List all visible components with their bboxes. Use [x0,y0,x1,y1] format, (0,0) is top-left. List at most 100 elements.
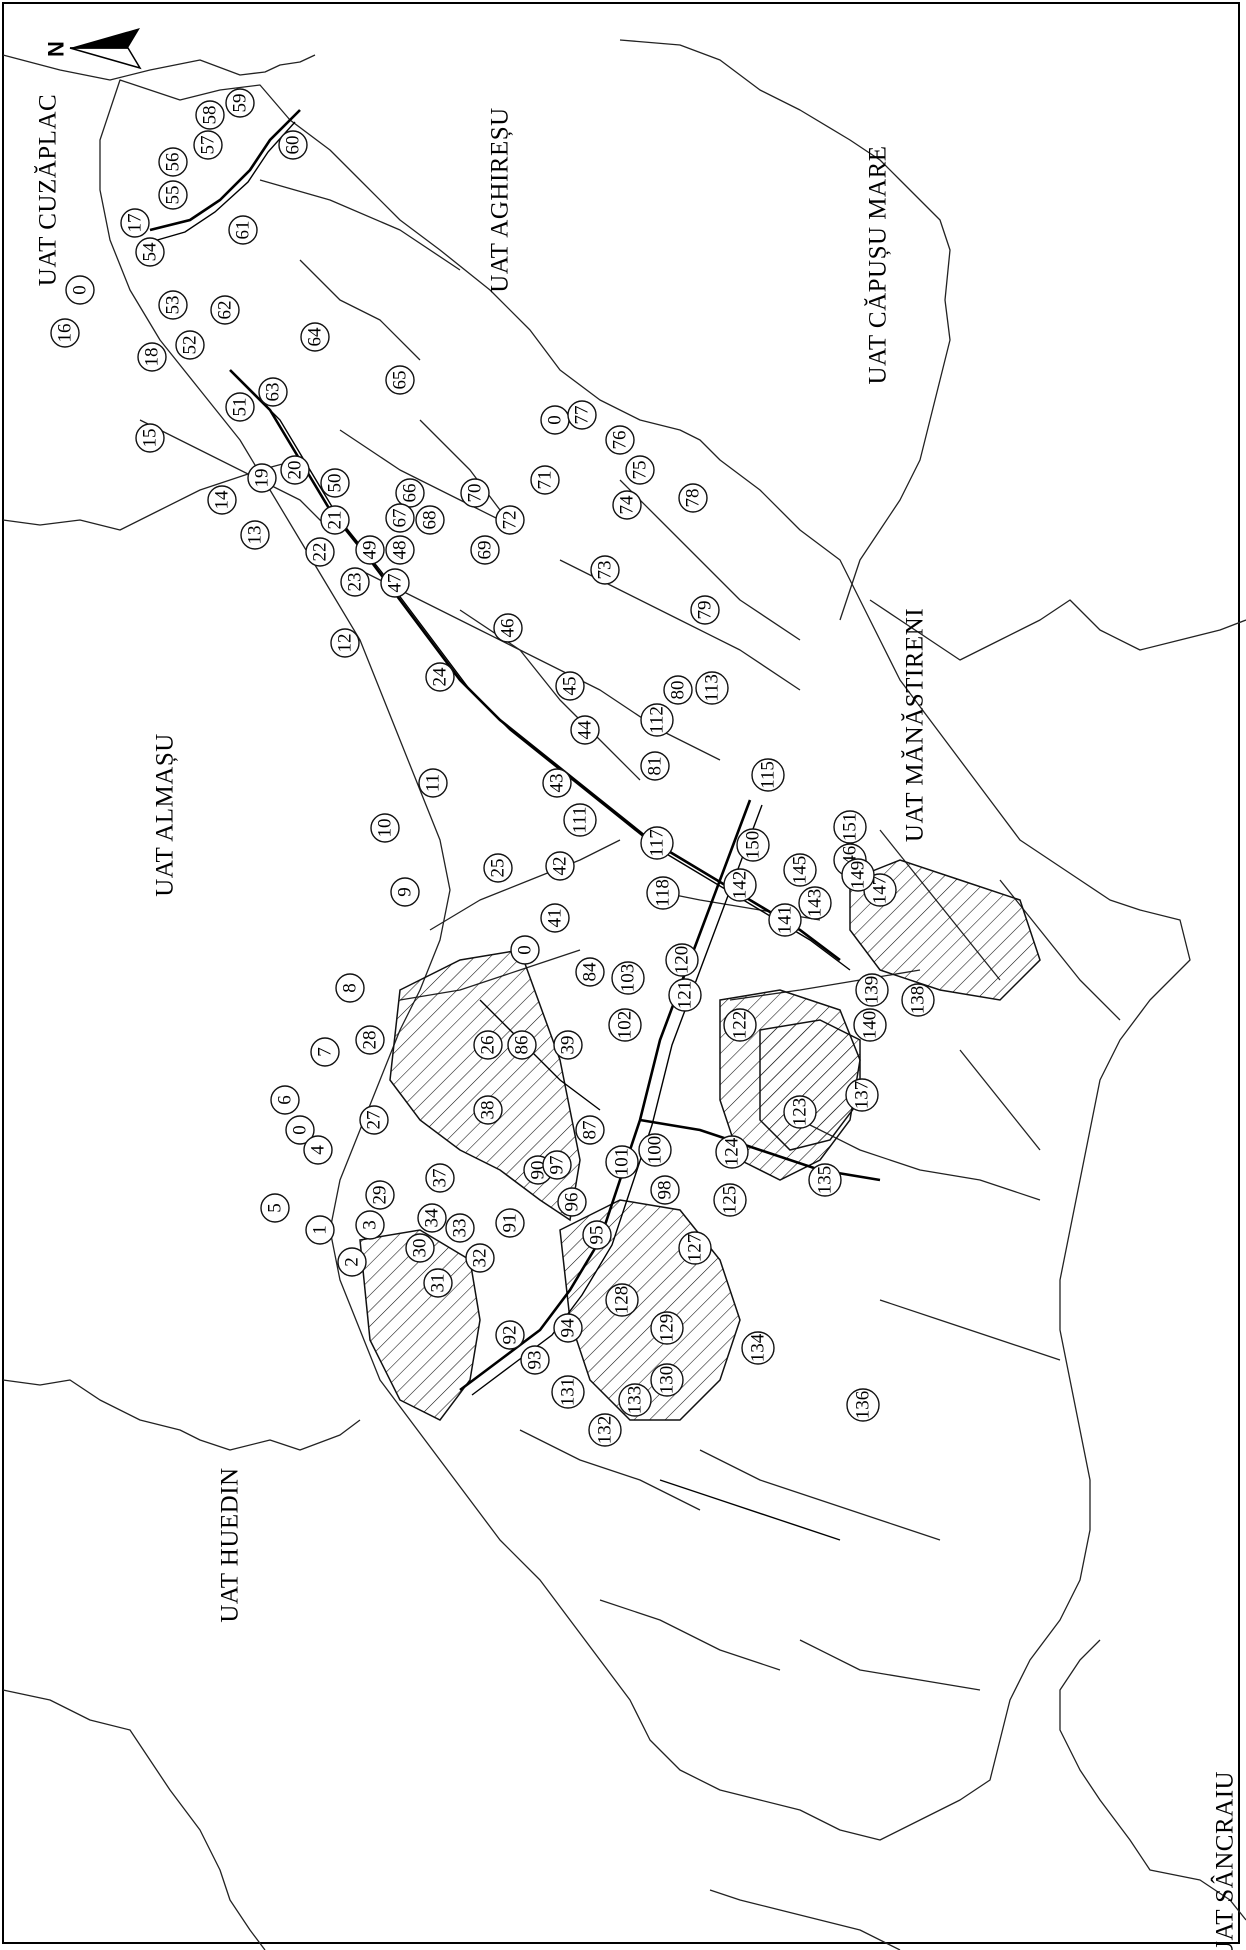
parcel-number: 98 [655,1181,676,1200]
study-area-outline [99,79,1191,1841]
parcel-marker-circle [240,520,270,550]
parcel-marker-circle [846,1388,880,1422]
parcel-number: 130 [657,1366,678,1395]
parcel-number: 103 [618,964,639,993]
parcel-marker-circle [605,425,635,455]
parcel-number: 29 [370,1186,391,1205]
parcel-number: 63 [263,383,284,402]
uat-label-group: UAT CUZĂPLAC UAT AGHIREȘU UAT CĂPUȘU MAR… [34,94,1239,1950]
hatched-zones [359,859,1041,1421]
parcel-number: 32 [470,1249,491,1268]
uat-label-cuzaplac: UAT CUZĂPLAC [34,94,62,286]
parcel-marker-circle [853,1008,887,1042]
parcel-number: 20 [285,461,306,480]
parcel-number: 14 [212,490,233,510]
parcel-marker-circle [575,957,605,987]
parcel-number: 19 [252,469,273,488]
parcel-marker-circle [520,1345,550,1375]
parcel-marker-circle [258,377,288,407]
parcel-number: 96 [562,1193,583,1212]
parcel-number: 132 [595,1416,616,1445]
parcel-marker-circle [650,1311,684,1345]
parcel-number: 129 [657,1314,678,1343]
parcel-number: 147 [870,876,891,905]
parcel-marker-circle [320,505,350,535]
parcel-number: 46 [498,619,519,638]
parcel-number: 9 [395,887,416,897]
parcel-marker-circle [640,826,674,860]
parcel-marker-circle [605,1283,639,1317]
north-label: N [44,41,69,57]
parcel-number: 59 [230,94,251,113]
parcel-marker-circle [678,1231,712,1265]
parcel-marker-circle [418,768,448,798]
parcel-number: 149 [848,861,869,890]
parcel-number: 56 [163,153,184,172]
parcel-marker-circle [570,715,600,745]
uat-label-sancraiu: UAT SÂNCRAIU [1211,1771,1239,1950]
parcel-marker-circle [715,1135,749,1169]
parcel-marker-circle [460,478,490,508]
parcel-marker-circle [470,535,500,565]
parcel-number: 2 [342,1257,363,1267]
parcel-marker-circle [225,392,255,422]
parcel-marker-circle [425,662,455,692]
parcel-marker-circle [158,147,188,177]
parcel-marker-circle [638,1133,672,1167]
parcel-number: 6 [275,1095,296,1105]
parcel-marker-circle [855,973,889,1007]
parcel-marker-circle [370,813,400,843]
parcel-number: 42 [550,857,571,876]
parcel-marker-circle [405,1233,435,1263]
parcel-marker-circle [175,330,205,360]
parcel-number: 16 [55,324,76,343]
parcel-number: 67 [390,509,411,528]
parcel-number: 43 [547,774,568,793]
parcel-marker-circle [303,1135,333,1165]
parcel-number: 58 [200,106,221,125]
parcel-marker-circle [625,455,655,485]
parcel-marker-circle [247,463,277,493]
parcel-number: 117 [647,829,668,857]
parcel-number: 64 [305,327,326,347]
parcel-number: 44 [575,720,596,740]
uat-label-almasu: UAT ALMAȘU [152,733,179,897]
parcel-number: 1 [310,1225,331,1235]
parcel-number: 145 [790,856,811,885]
parcel-marker-circle [335,973,365,1003]
parcel-number: 79 [695,601,716,620]
parcel-number: 30 [410,1239,431,1258]
parcel-marker-circle [465,1243,495,1273]
parcel-marker-circle [337,1247,367,1277]
parcel-number: 142 [730,871,751,900]
parcel-number: 49 [360,541,381,560]
parcel-marker-circle [158,290,188,320]
parcel-number: 92 [500,1326,521,1345]
parcel-number: 21 [325,511,346,530]
parcel-marker-circle [540,903,570,933]
parcel-number: 5 [265,1203,286,1213]
parcel-number: 70 [465,484,486,503]
parcel-marker-circle [495,505,525,535]
parcel-marker-circle [278,130,308,160]
parcel-number: 60 [283,136,304,155]
parcel-marker-circle [380,568,410,598]
parcel-marker-circle [736,828,770,862]
parcel-marker-circle [355,535,385,565]
parcel-number: 120 [672,946,693,975]
parcel-marker-circle [355,1210,385,1240]
parcel-marker-circle [695,671,729,705]
parcel-marker-circle [783,1095,817,1129]
parcel-number: 17 [125,214,146,233]
parcel-marker-circle [340,567,370,597]
parcel-marker-circle [445,1213,475,1243]
parcel-number: 84 [580,962,601,982]
parcel-marker-circle [425,1163,455,1193]
parcel-number: 15 [140,429,161,448]
parcel-number: 102 [615,1011,636,1040]
parcel-marker-circle [270,1085,300,1115]
parcel-marker-circle [473,1030,503,1060]
parcel-number: 124 [722,1137,743,1166]
parcel-marker-circle [137,342,167,372]
parcel-marker-circle [210,295,240,325]
